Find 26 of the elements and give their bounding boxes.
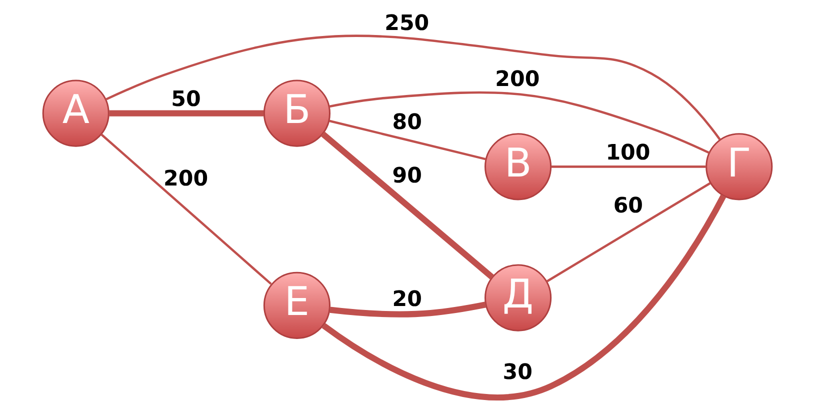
edge-label: 60	[613, 194, 644, 219]
node-circle: Б	[263, 80, 330, 147]
edge-label: 200	[164, 166, 208, 192]
connector	[329, 91, 710, 154]
node-circle: В	[484, 133, 552, 200]
connector	[329, 120, 486, 160]
edge-label: 100	[606, 140, 650, 166]
node-circle: Г	[706, 133, 773, 200]
connector	[320, 131, 494, 280]
connector	[330, 302, 486, 318]
edge-label: 50	[171, 87, 201, 112]
edge-label: 250	[384, 10, 430, 36]
edge-label: 90	[392, 163, 422, 188]
connector	[546, 182, 711, 282]
edge-label: 30	[502, 360, 532, 385]
node-circle: А	[42, 80, 110, 147]
node-circle: Е	[263, 272, 330, 339]
connector	[109, 110, 264, 116]
connector	[100, 133, 272, 285]
edge-label: 20	[392, 286, 422, 312]
connector	[551, 166, 706, 168]
node-circle: Д	[484, 264, 552, 332]
edge-label: 80	[392, 110, 422, 135]
connector	[322, 194, 726, 400]
edge-label: 200	[495, 67, 540, 92]
connector	[105, 34, 722, 140]
